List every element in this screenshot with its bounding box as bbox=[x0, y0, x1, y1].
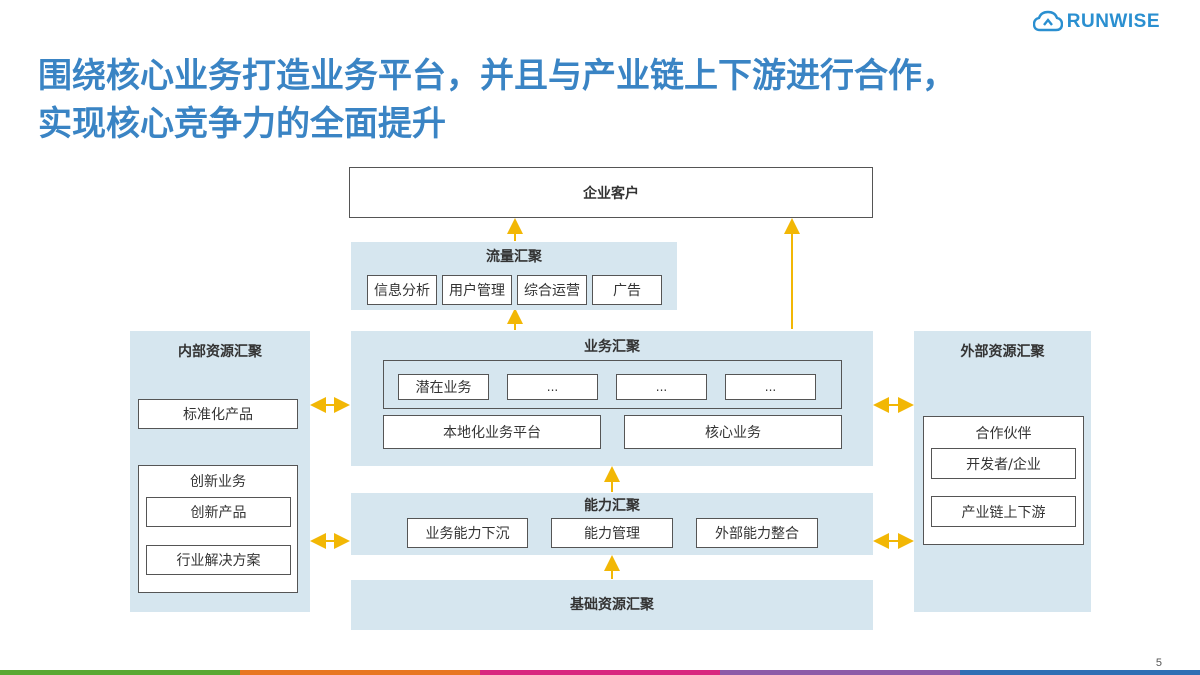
external-title: 外部资源汇聚 bbox=[960, 344, 1045, 360]
capability-item-label: 业务能力下沉 bbox=[425, 526, 510, 542]
business-item-label: ... bbox=[546, 380, 559, 394]
business-item-ellipsis-1: ... bbox=[507, 374, 598, 400]
footer-bar-green bbox=[0, 670, 240, 675]
footer-bar-magenta bbox=[480, 670, 720, 675]
traffic-item-info-analysis: 信息分析 bbox=[367, 275, 437, 305]
traffic-title: 流量汇聚 bbox=[486, 249, 542, 265]
partners-item-label: 开发者/企业 bbox=[966, 456, 1041, 473]
innovation-item-product: 创新产品 bbox=[146, 497, 291, 527]
internal-panel: 内部资源汇聚 标准化产品 创新业务 创新产品 行业解决方案 bbox=[130, 331, 310, 612]
business-item-label: 潜在业务 bbox=[415, 380, 472, 396]
page-title: 围绕核心业务打造业务平台，并且与产业链上下游进行合作， 实现核心竞争力的全面提升 bbox=[38, 52, 1178, 148]
traffic-item-operations: 综合运营 bbox=[517, 275, 587, 305]
business-item-label: ... bbox=[764, 380, 777, 394]
capability-item-external-integration: 外部能力整合 bbox=[696, 518, 818, 548]
internal-standard-label: 标准化产品 bbox=[183, 407, 253, 423]
traffic-item-label: 用户管理 bbox=[449, 283, 505, 299]
capability-panel: 能力汇聚 业务能力下沉 能力管理 外部能力整合 bbox=[351, 493, 873, 555]
business-title: 业务汇聚 bbox=[584, 339, 640, 355]
internal-standard-product: 标准化产品 bbox=[138, 399, 298, 429]
traffic-item-label: 信息分析 bbox=[374, 283, 430, 299]
business-item-potential: 潜在业务 bbox=[398, 374, 489, 400]
base-title: 基础资源汇聚 bbox=[570, 597, 654, 613]
business-core-label: 核心业务 bbox=[705, 425, 761, 441]
partners-item-industry-chain: 产业链上下游 bbox=[931, 496, 1076, 527]
business-core: 核心业务 bbox=[624, 415, 842, 449]
traffic-item-user-management: 用户管理 bbox=[442, 275, 512, 305]
business-panel: 业务汇聚 潜在业务 ... ... ... 本地化业务平台 核心业务 bbox=[351, 331, 873, 466]
business-item-label: ... bbox=[655, 380, 668, 394]
cloud-logo-icon bbox=[1032, 10, 1063, 32]
partners-item-developers: 开发者/企业 bbox=[931, 448, 1076, 479]
capability-item-sinking: 业务能力下沉 bbox=[407, 518, 528, 548]
capability-title: 能力汇聚 bbox=[584, 498, 640, 514]
business-local-platform-label: 本地化业务平台 bbox=[443, 425, 541, 441]
business-row1-frame bbox=[383, 360, 842, 409]
internal-title: 内部资源汇聚 bbox=[178, 344, 262, 360]
innovation-item-solution: 行业解决方案 bbox=[146, 545, 291, 575]
enterprise-customer-label: 企业客户 bbox=[583, 185, 639, 202]
footer-bar-blue bbox=[960, 670, 1200, 675]
business-item-ellipsis-2: ... bbox=[616, 374, 707, 400]
business-local-platform: 本地化业务平台 bbox=[383, 415, 601, 449]
external-panel: 外部资源汇聚 合作伙伴 开发者/企业 产业链上下游 bbox=[914, 331, 1091, 612]
footer-bar-orange bbox=[240, 670, 480, 675]
enterprise-customer-box: 企业客户 bbox=[349, 167, 873, 218]
traffic-item-label: 综合运营 bbox=[524, 283, 580, 299]
page-number: 5 bbox=[1155, 657, 1162, 669]
traffic-panel: 流量汇聚 信息分析 用户管理 综合运营 广告 bbox=[351, 242, 677, 310]
logo-text: RUNWISE bbox=[1066, 11, 1160, 32]
footer-bar-purple bbox=[720, 670, 960, 675]
business-item-ellipsis-3: ... bbox=[725, 374, 816, 400]
capability-item-label: 能力管理 bbox=[584, 526, 640, 542]
innovation-item-label: 行业解决方案 bbox=[176, 553, 261, 569]
capability-item-label: 外部能力整合 bbox=[715, 526, 799, 542]
capability-item-management: 能力管理 bbox=[551, 518, 673, 548]
innovation-title: 创新业务 bbox=[190, 474, 246, 490]
partners-title: 合作伙伴 bbox=[975, 426, 1032, 442]
base-panel: 基础资源汇聚 bbox=[351, 580, 873, 630]
partners-item-label: 产业链上下游 bbox=[961, 504, 1046, 521]
title-line-2: 实现核心竞争力的全面提升 bbox=[38, 104, 446, 144]
traffic-item-label: 广告 bbox=[613, 283, 641, 299]
title-line-1: 围绕核心业务打造业务平台，并且与产业链上下游进行合作， bbox=[38, 56, 956, 96]
traffic-item-advertising: 广告 bbox=[592, 275, 662, 305]
runwise-logo: RUNWISE bbox=[1032, 10, 1160, 34]
innovation-item-label: 创新产品 bbox=[190, 505, 247, 521]
